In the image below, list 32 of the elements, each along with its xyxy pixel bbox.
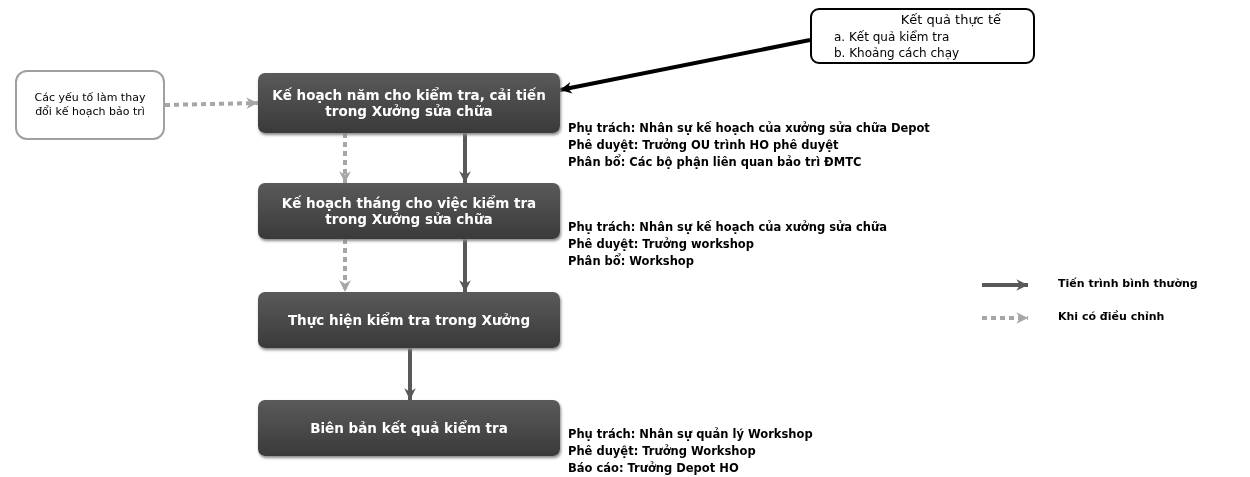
- arrow: [404, 348, 416, 400]
- process-box: [258, 183, 560, 239]
- responsibility-note: Phê duyệt: Trưởng OU trình HO phê duyệt: [568, 137, 839, 154]
- arrow: [459, 133, 471, 183]
- responsibility-note: Báo cáo: Trưởng Depot HO: [568, 460, 739, 477]
- process-box: [258, 292, 560, 348]
- responsibility-note: Phê duyệt: Trưởng Workshop: [568, 443, 756, 460]
- box-label: Biên bản kết quả kiểm tra: [310, 420, 508, 436]
- arrow: [339, 133, 351, 183]
- list-item: b. Khoảng cách chạy: [833, 44, 961, 61]
- box-label: Thực hiện kiểm tra trong Xưởng: [287, 312, 531, 328]
- arrow: [164, 97, 259, 110]
- input-box: [15, 70, 165, 140]
- box-heading: Kết quả thực tế: [899, 11, 1002, 29]
- responsibility-note: Phụ trách: Nhân sự kế hoạch của xưởng sửa chữa Depot: [568, 120, 930, 137]
- process-box: [258, 73, 560, 133]
- process-box: [258, 400, 560, 456]
- legend-label: Khi có điều chỉnh: [1058, 310, 1165, 323]
- arrow: [339, 239, 351, 292]
- list-item: a. Kết quả kiểm tra: [833, 28, 951, 45]
- arrow: [459, 239, 471, 292]
- note-box: [810, 8, 1035, 64]
- box-label: Các yếu tố làm thay đổi kế hoạch bảo trì: [33, 91, 147, 119]
- box-label: Kế hoạch tháng cho việc kiểm tra trong Xưởng sửa chữa: [280, 195, 538, 227]
- box-label: Kế hoạch năm cho kiểm tra, cải tiến trong Xưởng sửa chữa: [271, 87, 547, 119]
- arrow: [559, 38, 811, 94]
- responsibility-note: Phân bổ: Workshop: [568, 253, 694, 270]
- responsibility-note: Phân bổ: Các bộ phận liên quan bảo trì ĐMTC: [568, 154, 862, 171]
- legend-label: Tiến trình bình thường: [1058, 277, 1198, 290]
- responsibility-note: Phụ trách: Nhân sự kế hoạch của xưởng sửa chữa: [568, 219, 887, 236]
- responsibility-note: Phụ trách: Nhân sự quản lý Workshop: [568, 426, 813, 443]
- responsibility-note: Phê duyệt: Trưởng workshop: [568, 236, 754, 253]
